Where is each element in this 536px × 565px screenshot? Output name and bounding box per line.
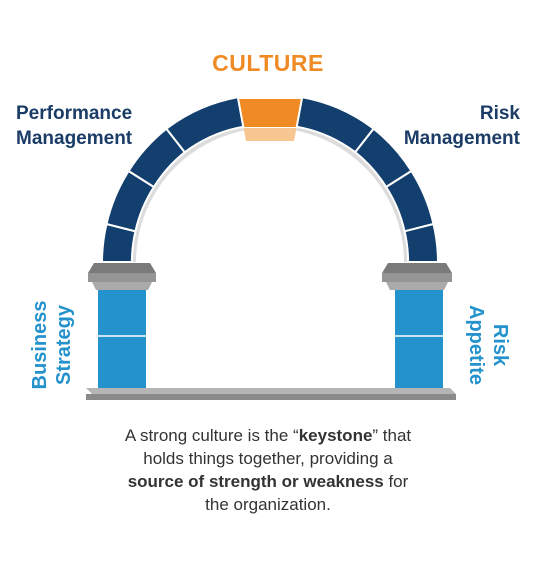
caption-text: A strong culture is the “ bbox=[124, 426, 299, 445]
caption-keystone-emphasis: keystone bbox=[298, 426, 373, 445]
arch-inner-lining bbox=[120, 112, 420, 262]
base-slab bbox=[86, 388, 456, 400]
caption-line3: source of strength or weakness for bbox=[0, 470, 536, 493]
caption-text: ” that bbox=[372, 426, 412, 445]
performance-management-line2: Management bbox=[16, 128, 133, 149]
risk-appetite-line1: Risk bbox=[489, 323, 511, 367]
caption-line4: the organization. bbox=[205, 495, 331, 514]
risk-appetite-label: Risk Appetite bbox=[462, 290, 514, 400]
arch-stone bbox=[403, 222, 440, 263]
right-pillar bbox=[382, 263, 452, 388]
performance-management-line1: Performance bbox=[16, 103, 133, 124]
performance-management-label: Performance Management bbox=[16, 101, 132, 151]
caption-line2: holds things together, providing a bbox=[143, 449, 393, 468]
caption-strength-emphasis: source of strength or weakness bbox=[127, 472, 384, 491]
arch-stones bbox=[100, 96, 440, 263]
business-strategy-line2: Strategy bbox=[53, 304, 75, 386]
caption-text: for bbox=[383, 472, 409, 491]
left-pillar bbox=[88, 263, 156, 388]
caption: A strong culture is the “keystone” that … bbox=[0, 424, 536, 516]
risk-management-line1: Risk bbox=[479, 103, 520, 124]
risk-management-line2: Management bbox=[403, 128, 520, 149]
business-strategy-line1: Business bbox=[29, 300, 51, 390]
business-strategy-label: Business Strategy bbox=[26, 290, 78, 400]
risk-management-label: Risk Management bbox=[404, 101, 520, 151]
risk-appetite-line2: Appetite bbox=[465, 305, 487, 385]
caption-line1: A strong culture is the “keystone” that bbox=[0, 424, 536, 447]
culture-label: CULTURE bbox=[212, 50, 324, 76]
keystone bbox=[236, 97, 304, 141]
